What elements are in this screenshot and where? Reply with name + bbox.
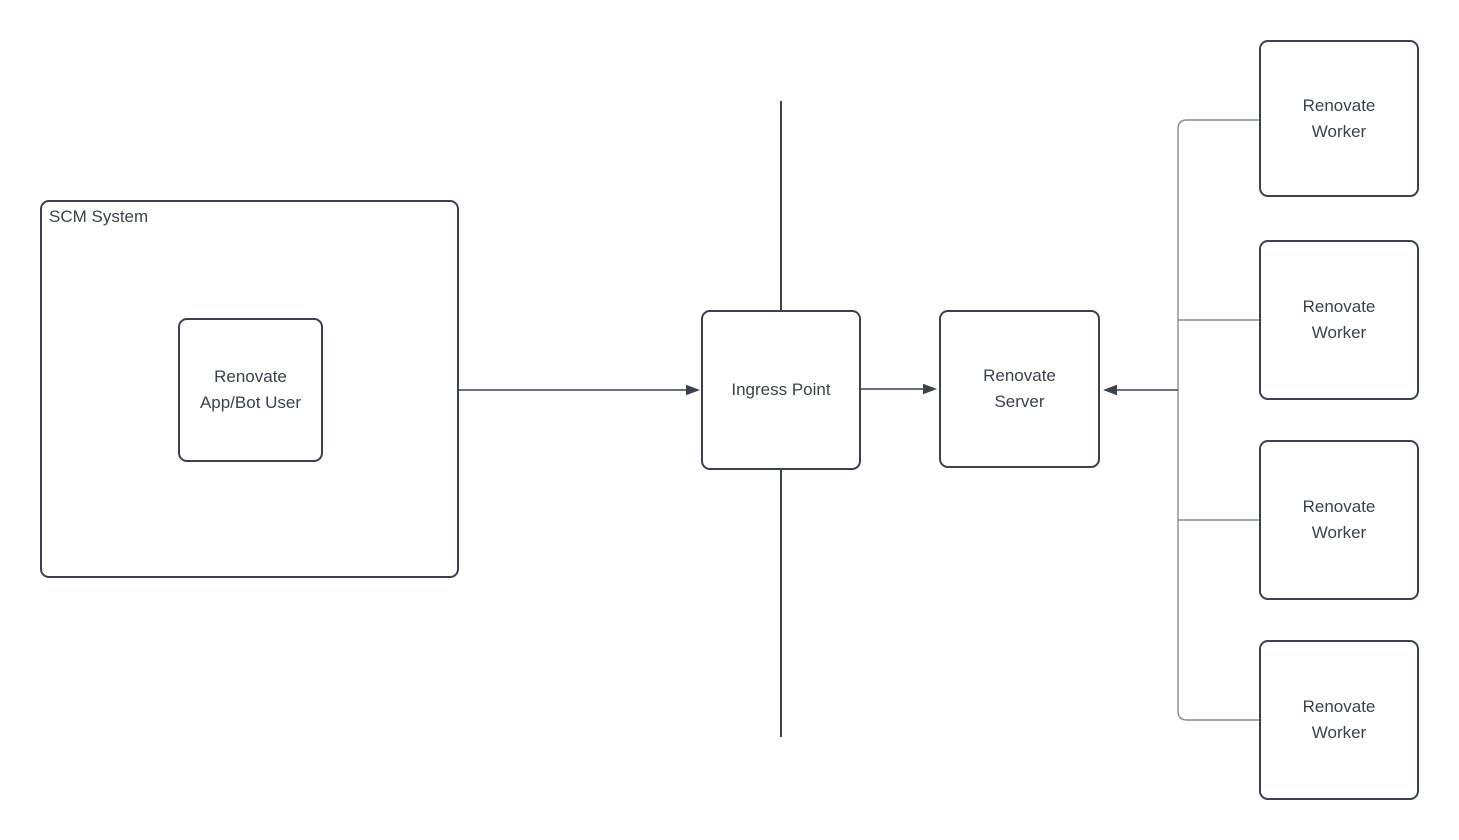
worker-tree-connector: [1177, 119, 1259, 721]
node-ingress-point: Ingress Point: [701, 310, 861, 470]
renovate-server-label: Renovate Server: [941, 363, 1098, 415]
label-line: Renovate: [1302, 297, 1376, 316]
node-renovate-server: Renovate Server: [939, 310, 1100, 468]
node-renovate-app-bot-user: Renovate App/Bot User: [178, 318, 323, 462]
node-renovate-worker-1: Renovate Worker: [1259, 40, 1419, 197]
renovate-worker-label: Renovate Worker: [1261, 494, 1417, 546]
label-line: Worker: [1311, 323, 1367, 342]
node-renovate-worker-2: Renovate Worker: [1259, 240, 1419, 400]
arrowhead-workers-to-server: [1103, 384, 1117, 396]
renovate-worker-label: Renovate Worker: [1261, 694, 1417, 746]
label-line: Worker: [1311, 121, 1367, 141]
renovate-worker-label: Renovate Worker: [1261, 93, 1417, 145]
label-line: Renovate: [1302, 95, 1376, 115]
label-line: App/Bot User: [199, 393, 302, 412]
node-renovate-worker-3: Renovate Worker: [1259, 440, 1419, 600]
arrowhead-ingress-to-server: [923, 383, 937, 395]
arrowhead-scm-to-ingress: [686, 384, 700, 396]
label-line: Renovate: [214, 367, 287, 386]
renovate-worker-label: Renovate Worker: [1261, 294, 1417, 346]
scm-system-label: SCM System: [49, 207, 149, 226]
label-line: Renovate: [1302, 697, 1376, 716]
label-line: Ingress Point: [731, 380, 831, 399]
label-line: Worker: [1311, 523, 1367, 542]
label-line: Server: [994, 392, 1045, 411]
app-bot-user-label: Renovate App/Bot User: [180, 364, 321, 416]
label-line: Renovate: [983, 366, 1056, 385]
node-renovate-worker-4: Renovate Worker: [1259, 640, 1419, 800]
label-line: Renovate: [1302, 497, 1376, 516]
label-line: Worker: [1311, 723, 1367, 742]
ingress-point-label: Ingress Point: [703, 377, 859, 403]
